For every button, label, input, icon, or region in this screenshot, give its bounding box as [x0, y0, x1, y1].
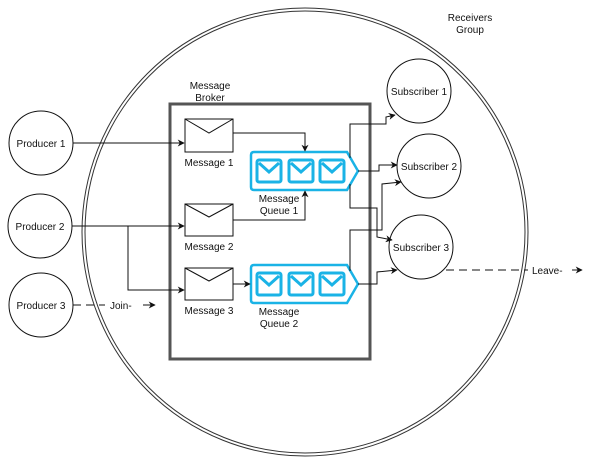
producer-3-label: Producer 3	[17, 301, 66, 312]
subscriber-2: Subscriber 2	[396, 133, 462, 199]
edge-queue1-subscriber1	[349, 112, 396, 158]
message-broker	[168, 102, 372, 361]
receivers-group-label-2: Group	[456, 25, 484, 36]
envelope-icon	[184, 118, 234, 153]
message-1-label: Message 1	[185, 158, 234, 169]
queued-envelope-icon	[318, 158, 346, 184]
message-2: Message 2	[184, 203, 234, 253]
subscriber-2-label: Subscriber 2	[401, 162, 458, 173]
edge-queue2-subscriber2	[349, 179, 402, 271]
queued-envelope-icon	[287, 158, 315, 184]
leave-label: Leave-	[532, 266, 563, 277]
broker-label-1: Message	[190, 81, 231, 92]
subscriber-3: Subscriber 3	[388, 214, 454, 280]
message-3-label: Message 3	[185, 306, 234, 317]
edge-message2-queue1	[233, 190, 309, 221]
producer-1-label: Producer 1	[17, 139, 66, 150]
subscriber-1: Subscriber 1	[386, 58, 452, 124]
queued-envelope-icon	[287, 271, 315, 297]
receivers-group	[81, 7, 529, 457]
message-queue-1	[249, 150, 360, 192]
subscriber-3-label: Subscriber 3	[393, 243, 450, 254]
message-2-label: Message 2	[185, 242, 234, 253]
broker-label-2: Broker	[195, 93, 225, 104]
producer-2-label: Producer 2	[16, 222, 65, 233]
message-1: Message 1	[184, 118, 234, 169]
queued-envelope-icon	[255, 158, 283, 184]
queue-1-label-2: Queue 1	[260, 206, 299, 217]
edge-queue2-subscriber3	[358, 267, 398, 285]
receivers-group-label-1: Receivers	[448, 13, 492, 24]
edge-queue1-subscriber3	[349, 184, 393, 243]
producer-3: Producer 3	[8, 272, 74, 338]
envelope-icon	[184, 203, 234, 237]
edge-message1-queue1	[233, 132, 309, 152]
join-label: Join-	[110, 301, 132, 312]
subscriber-1-label: Subscriber 1	[391, 87, 448, 98]
producer-2: Producer 2	[7, 193, 73, 259]
producer-1: Producer 1	[8, 110, 74, 176]
envelope-icon	[184, 267, 234, 301]
message-3: Message 3	[184, 267, 234, 317]
queue-2-label-2: Queue 2	[260, 319, 299, 330]
queued-envelope-icon	[318, 271, 346, 297]
queue-2-label-1: Message	[259, 307, 300, 318]
queued-envelope-icon	[255, 271, 283, 297]
edge-producer2-message3	[127, 226, 185, 294]
queue-1-label-1: Message	[259, 194, 300, 205]
connectors	[72, 112, 583, 309]
edge-queue1-subscriber2	[358, 161, 398, 172]
message-queue-2	[249, 263, 360, 305]
